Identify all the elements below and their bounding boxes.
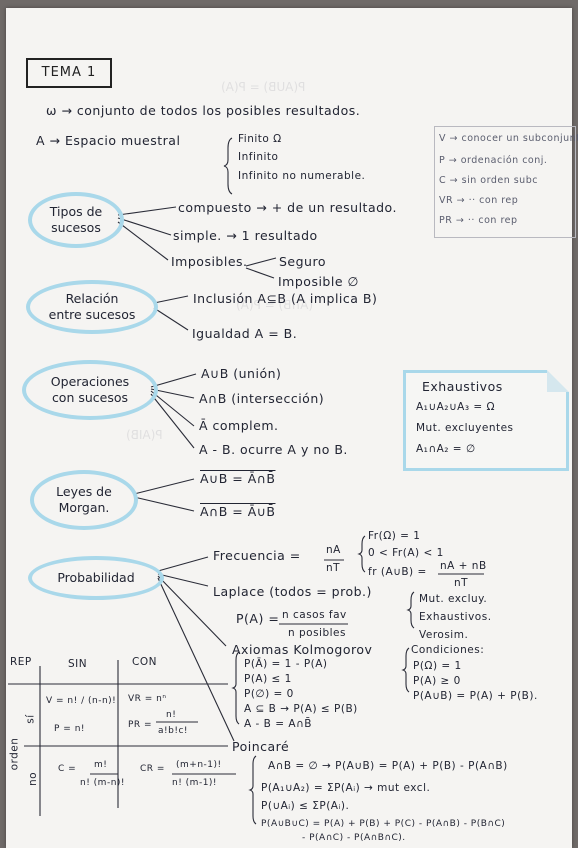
poincare-item: P(A∪B∪C) = P(A) + P(B) + P(C) - P(A∩B) -… <box>261 819 506 829</box>
table-label-no: no <box>27 771 40 787</box>
laplace-pa-label: P(A) = <box>236 611 280 626</box>
poincare-title: Poincaré <box>232 739 290 754</box>
formula-c-den: n! (m-n)! <box>80 778 126 788</box>
legend-item: V → conocer un subconjunto <box>439 133 578 144</box>
espacio-option: Finito Ω <box>238 133 282 145</box>
condicion-item: P(A∪B) = P(A) + P(B). <box>413 690 538 702</box>
espacio-option: Infinito <box>238 151 279 163</box>
frecuencia-union-den: nT <box>454 577 469 589</box>
tipo-simple: simple. → 1 resultado <box>173 228 318 243</box>
laplace-title: Laplace (todos = prob.) <box>213 584 372 599</box>
table-label-orden: orden <box>8 737 21 771</box>
frecuencia-prop: fr (A∪B) = <box>368 566 427 578</box>
table-header-con: CON <box>132 656 157 668</box>
formula-cr-label: CR = <box>140 764 165 774</box>
tipo-imposibles: Imposibles. <box>171 254 248 269</box>
formula-pr-num: n! <box>166 710 177 720</box>
exclusion-equation: A₁∩A₂ = ∅ <box>416 443 476 455</box>
laplace-condicion: Mut. excluy. <box>419 593 488 605</box>
axioma-item: A ⊆ B → P(A) ≤ P(B) <box>244 703 358 715</box>
frecuencia-num: nA <box>326 544 341 556</box>
omega-definition: ω → conjunto de todos los posibles resul… <box>46 103 361 118</box>
bubble-probabilidad: Probabilidad <box>28 556 164 600</box>
laplace-den: n posibles <box>288 627 346 639</box>
page-title: TEMA 1 <box>26 58 112 88</box>
espacio-muestral-label: A → Espacio muestral <box>36 133 181 148</box>
exhaustivos-title: Exhaustivos <box>422 379 503 394</box>
poincare-item: - P(A∩C) - P(A∩B∩C). <box>302 833 406 843</box>
operacion-complemento: Ā complem. <box>199 418 279 433</box>
notebook-page: P(AUB) = P(A) (A∩B) = P(A) P(AIB) <box>6 8 578 848</box>
axioma-item: P(∅) = 0 <box>244 688 294 700</box>
tipo-seguro: Seguro <box>279 254 326 269</box>
page-fold-icon <box>547 370 569 392</box>
formula-c-label: C = <box>58 764 77 774</box>
frecuencia-union-num: nA + nB <box>440 560 487 572</box>
table-header-sin: SIN <box>68 658 88 670</box>
poincare-item: P(A₁∪A₂) = ΣP(Aᵢ) → mut excl. <box>261 782 431 794</box>
legend-item: P → ordenación conj. <box>439 155 548 166</box>
relacion-inclusion: Inclusión A⊆B (A implica B) <box>193 291 378 306</box>
operacion-diferencia: A - B. ocurre A y no B. <box>199 442 348 457</box>
frecuencia-label: Frecuencia = <box>213 548 301 563</box>
table-label-si: sí <box>24 714 37 724</box>
formula-vr: VR = nⁿ <box>128 694 167 704</box>
condicion-item: P(A) ≥ 0 <box>413 675 461 687</box>
table-header-rep: REP <box>10 656 32 668</box>
condicion-item: P(Ω) = 1 <box>413 660 462 672</box>
formula-c-num: m! <box>94 760 108 770</box>
frecuencia-prop: Fr(Ω) = 1 <box>368 530 421 542</box>
legend-item: VR → ·· con rep <box>439 195 519 206</box>
formula-v: V = n! / (n-n)! <box>46 696 117 706</box>
laplace-condicion: Verosim. <box>419 629 469 641</box>
laplace-num: n casos fav <box>282 609 347 621</box>
formula-cr-num: (m+n-1)! <box>176 760 222 770</box>
poincare-item: P(∪Aᵢ) ≤ ΣP(Aᵢ). <box>261 800 350 812</box>
formula-pr-label: PR = <box>128 720 153 730</box>
relacion-igualdad: Igualdad A = B. <box>192 326 298 341</box>
operacion-interseccion: A∩B (intersección) <box>199 391 325 406</box>
axioma-item: A - B = A∩B̄ <box>244 718 312 730</box>
formula-p: P = n! <box>54 724 86 734</box>
formula-cr-den: n! (m-1)! <box>172 778 218 788</box>
laplace-condicion: Exhaustivos. <box>419 611 492 623</box>
exhaustivos-note: Exhaustivos A₁∪A₂∪A₃ = Ω Mut. excluyente… <box>403 370 569 471</box>
legend-item: PR → ·· con rep <box>439 215 518 226</box>
frecuencia-den: nT <box>326 562 341 574</box>
connector-lines <box>8 137 484 825</box>
operacion-union: A∪B (unión) <box>201 366 282 381</box>
exhaustivos-equation: A₁∪A₂∪A₃ = Ω <box>416 401 496 413</box>
mutuamente-excluyentes: Mut. excluyentes <box>416 422 514 434</box>
poincare-item: A∩B = ∅ → P(A∪B) = P(A) + P(B) - P(A∩B) <box>268 760 508 772</box>
axiomas-title: Axiomas Kolmogorov <box>232 642 373 657</box>
morgan-eq-union: A∪B = Ā∩B̄ <box>200 471 276 486</box>
formula-pr-den: a!b!c! <box>158 726 188 736</box>
legend-item: C → sin orden subc <box>439 175 538 186</box>
axioma-item: P(Ā) = 1 - P(A) <box>244 658 328 670</box>
tipo-compuesto: compuesto → + de un resultado. <box>178 200 397 215</box>
axioma-item: P(A) ≤ 1 <box>244 673 292 685</box>
condiciones-title: Condiciones: <box>411 644 485 656</box>
combinatoria-legend-box: V → conocer un subconjunto P → ordenació… <box>434 126 578 238</box>
tipo-imposible: Imposible ∅ <box>278 274 359 289</box>
morgan-eq-interseccion: A∩B = Ā∪B̄ <box>200 504 276 519</box>
frecuencia-prop: 0 < Fr(A) < 1 <box>368 547 444 559</box>
espacio-option: Infinito no numerable. <box>238 170 366 182</box>
